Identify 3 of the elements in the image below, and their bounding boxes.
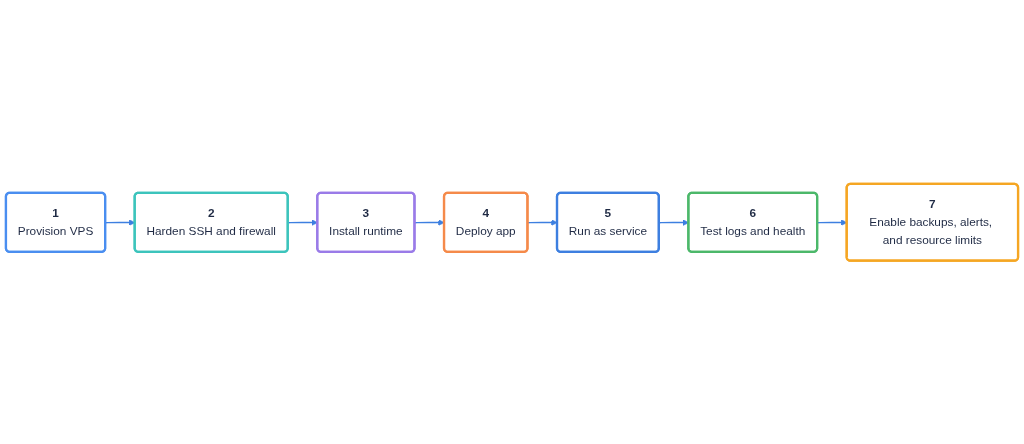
arrow — [287, 218, 318, 226]
arrow — [527, 218, 558, 226]
arrow — [414, 218, 445, 226]
